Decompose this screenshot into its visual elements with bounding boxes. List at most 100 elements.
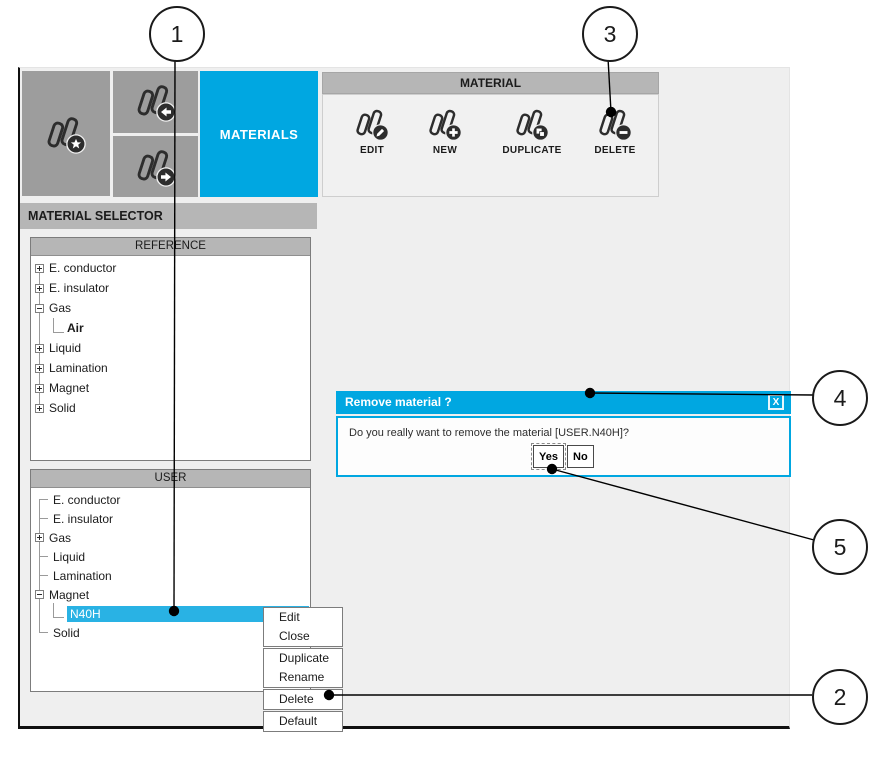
tree-branch-connector: [39, 518, 48, 519]
material-export-icon: [133, 147, 179, 187]
context-menu-group: Delete: [263, 689, 343, 710]
yes-button[interactable]: Yes: [531, 443, 566, 470]
reference-tree-header: REFERENCE: [31, 238, 310, 256]
menu-item-close[interactable]: Close: [279, 629, 310, 643]
tree-item-label[interactable]: E. conductor: [53, 492, 121, 507]
tree-item-liquid[interactable]: Liquid: [31, 547, 310, 566]
callout-circle-2: 2: [812, 669, 868, 725]
material-delete-icon: [595, 107, 635, 141]
material-star-tile[interactable]: [22, 71, 110, 196]
callout-circle-1: 1: [149, 6, 205, 62]
callout-circle-3: 3: [582, 6, 638, 62]
new-material-label: NEW: [432, 145, 458, 156]
dialog-title: Remove material ?: [345, 395, 452, 409]
delete-material-button[interactable]: DELETE: [577, 107, 653, 187]
tree-item-e-conductor[interactable]: E. conductor: [31, 490, 310, 509]
menu-item-default[interactable]: Default: [279, 714, 318, 728]
expand-plus-icon[interactable]: [35, 263, 44, 273]
tree-item-lamination[interactable]: Lamination: [31, 358, 310, 378]
tree-item-label[interactable]: Gas: [49, 530, 72, 545]
dialog-message: Do you really want to remove the materia…: [349, 427, 630, 439]
tree-branch-connector: [53, 317, 64, 333]
tab-materials[interactable]: MATERIALS: [200, 71, 318, 197]
tree-item-label[interactable]: Solid: [49, 401, 76, 415]
expand-plus-icon[interactable]: [35, 403, 44, 413]
tree-item-label[interactable]: Magnet: [49, 381, 90, 395]
expand-plus-icon[interactable]: [35, 383, 44, 393]
tree-item-gas[interactable]: Gas: [31, 298, 310, 318]
menu-item-duplicate[interactable]: Duplicate: [279, 651, 330, 665]
duplicate-material-button[interactable]: DUPLICATE: [494, 107, 570, 187]
new-material-button[interactable]: NEW: [407, 107, 483, 187]
no-button[interactable]: No: [567, 445, 594, 468]
tree-item-label[interactable]: Liquid: [53, 549, 86, 564]
close-icon[interactable]: X: [768, 394, 784, 410]
expand-plus-icon[interactable]: [35, 533, 44, 542]
context-menu-group: Default: [263, 711, 343, 732]
tree-item-gas[interactable]: Gas: [31, 528, 310, 547]
tree-item-label[interactable]: N40H: [67, 605, 309, 622]
edit-material-label: EDIT: [360, 145, 384, 156]
material-export-tile[interactable]: [113, 136, 198, 197]
menu-item-delete[interactable]: Delete: [279, 692, 314, 706]
tree-item-liquid[interactable]: Liquid: [31, 338, 310, 358]
callout-circle-5: 5: [812, 519, 868, 575]
tree-branch-connector: [39, 632, 48, 633]
tree-item-label[interactable]: Liquid: [49, 341, 82, 355]
material-panel: EDIT NEW DUPLICATE DELETE: [322, 94, 659, 197]
dialog-body: Do you really want to remove the materia…: [336, 416, 791, 477]
delete-material-label: DELETE: [594, 145, 636, 156]
tree-connector-line: [39, 268, 40, 408]
tree-item-solid[interactable]: Solid: [31, 398, 310, 418]
tree-branch-connector: [39, 499, 48, 500]
material-selector-title: MATERIAL SELECTOR: [20, 203, 317, 229]
collapse-minus-icon[interactable]: [35, 303, 44, 313]
dialog-titlebar: Remove material ? X: [336, 391, 791, 414]
user-tree-header: USER: [31, 470, 310, 488]
tree-item-label[interactable]: E. insulator: [49, 281, 110, 295]
tree-item-label[interactable]: Gas: [49, 301, 72, 315]
tree-item-label[interactable]: Solid: [53, 625, 80, 640]
material-edit-icon: [352, 107, 392, 141]
tree-item-magnet[interactable]: Magnet: [31, 378, 310, 398]
tree-item-label[interactable]: E. conductor: [49, 261, 117, 275]
tree-item-label[interactable]: E. insulator: [53, 511, 114, 526]
tree-item-label[interactable]: Lamination: [53, 568, 112, 583]
tree-item-label[interactable]: Air: [67, 321, 84, 335]
expand-plus-icon[interactable]: [35, 363, 44, 373]
material-import-tile[interactable]: [113, 71, 198, 133]
menu-item-edit[interactable]: Edit: [279, 610, 300, 624]
tree-item-label[interactable]: Lamination: [49, 361, 108, 375]
tree-item-n40h[interactable]: N40H: [31, 603, 310, 623]
tree-branch-connector: [53, 603, 64, 618]
tree-item-e-conductor[interactable]: E. conductor: [31, 258, 310, 278]
duplicate-material-label: DUPLICATE: [502, 145, 562, 156]
tree-item-lamination[interactable]: Lamination: [31, 566, 310, 585]
tree-item-e-insulator[interactable]: E. insulator: [31, 278, 310, 298]
tree-item-e-insulator[interactable]: E. insulator: [31, 509, 310, 528]
tree-item-label[interactable]: Magnet: [49, 587, 90, 602]
tree-branch-connector: [39, 556, 48, 557]
menu-item-rename[interactable]: Rename: [279, 670, 325, 684]
tree-item-magnet[interactable]: Magnet: [31, 585, 310, 604]
material-import-icon: [133, 82, 179, 122]
tree-item-air[interactable]: Air: [31, 317, 310, 338]
material-star-icon: [43, 114, 89, 154]
material-duplicate-icon: [512, 107, 552, 141]
material-new-icon: [425, 107, 465, 141]
callout-circle-4: 4: [812, 370, 868, 426]
tree-item-solid[interactable]: Solid: [31, 623, 310, 642]
collapse-minus-icon[interactable]: [35, 590, 44, 599]
tree-branch-connector: [39, 575, 48, 576]
expand-plus-icon[interactable]: [35, 343, 44, 353]
expand-plus-icon[interactable]: [35, 283, 44, 293]
remove-material-dialog: Remove material ? X Do you really want t…: [336, 391, 791, 477]
edit-material-button[interactable]: EDIT: [334, 107, 410, 187]
material-panel-title: MATERIAL: [322, 72, 659, 94]
